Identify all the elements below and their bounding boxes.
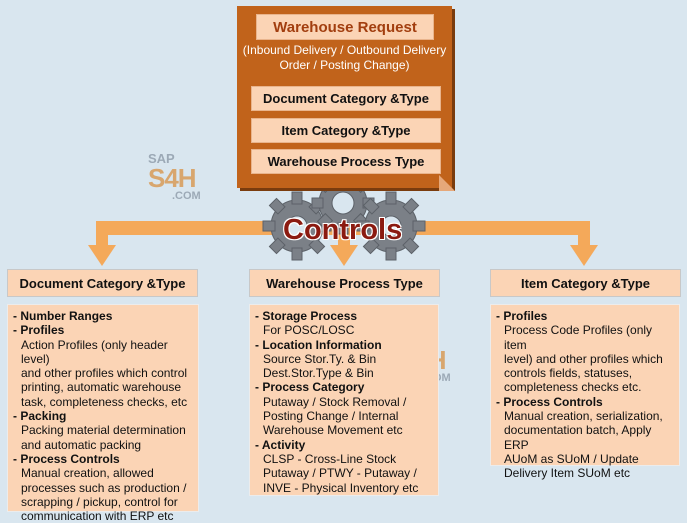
section-heading: - Storage Process: [255, 309, 358, 323]
section-line: For POSC/LOSC: [263, 323, 355, 338]
warehouse-request-subtitle: (Inbound Delivery / Outbound Delivery Or…: [242, 43, 447, 72]
section-heading: - Process Category: [255, 380, 365, 395]
gear-icon: [262, 171, 426, 261]
section: - Profiles Action Profiles (only header …: [13, 323, 194, 409]
panel-item-category: - Profiles Process Code Profiles (only i…: [490, 304, 680, 480]
section-line: Warehouse Movement etc: [263, 423, 403, 438]
section-line: Packing material determination: [21, 423, 186, 438]
section: - Number Ranges: [13, 309, 194, 323]
section: - Process Controls Manual creation, allo…: [13, 452, 194, 523]
section-line: controls fields, statuses,: [504, 366, 633, 381]
section-line: Posting Change / Internal: [263, 409, 399, 424]
column-header-item-category: Item Category &Type: [490, 269, 681, 297]
section: - Profiles Process Code Profiles (only i…: [496, 309, 675, 395]
watermark-sap: SAP: [148, 151, 175, 166]
page-fold: [439, 175, 455, 191]
section: - Activity CLSP - Cross-Line Stock Putaw…: [255, 438, 434, 495]
section-line: Dest.Stor.Type & Bin: [263, 366, 374, 381]
column-header-warehouse-process-type: Warehouse Process Type: [249, 269, 440, 297]
section-line: printing, automatic warehouse: [21, 380, 182, 395]
section-line: level) and other profiles which: [504, 351, 663, 366]
section: - Process Controls Manual creation, seri…: [496, 395, 675, 481]
section-line: Source Stor.Ty. & Bin: [263, 351, 377, 366]
top-box-document-category: Document Category &Type: [251, 86, 441, 111]
section-line: and other profiles which control: [21, 366, 188, 381]
top-box-item-category: Item Category &Type: [251, 118, 441, 143]
watermark-s4h: S4H: [148, 163, 197, 193]
section: - Storage Process For POSC/LOSC: [255, 309, 434, 338]
section-line: Delivery Item SUoM etc: [504, 466, 631, 481]
top-box-warehouse-process-type: Warehouse Process Type: [251, 149, 441, 174]
section-line: scrapping / pickup, control for: [21, 494, 178, 509]
section-line: INVE - Physical Inventory etc: [263, 480, 419, 495]
section-heading: - Location Information: [255, 337, 382, 352]
warehouse-request-title: Warehouse Request: [256, 14, 434, 40]
arrow-left: [88, 245, 116, 266]
watermark-com: .COM: [172, 190, 201, 202]
panel-warehouse-process-type: - Storage Process For POSC/LOSC - Locati…: [249, 304, 439, 496]
section-heading: - Activity: [255, 437, 306, 452]
section-heading: - Profiles: [13, 323, 65, 338]
connector-right: [578, 221, 590, 245]
section: - Packing Packing material determination…: [13, 409, 194, 452]
warehouse-request-box: Warehouse Request (Inbound Delivery / Ou…: [237, 6, 455, 191]
section-line: communication with ERP etc: [21, 509, 174, 523]
section-line: documentation batch, Apply ERP: [504, 423, 652, 452]
arrow-right: [570, 245, 598, 266]
section-line: and automatic packing: [21, 437, 142, 452]
watermark-logo: SAP S4H .COM: [148, 152, 218, 206]
section-line: Action Profiles (only header level): [21, 337, 168, 366]
section-line: Putaway / PTWY - Putaway /: [263, 466, 417, 481]
section-line: processes such as production /: [21, 480, 187, 495]
controls-label: Controls: [283, 214, 403, 246]
section-heading: - Number Ranges: [13, 309, 113, 323]
panel-document-category: - Number Ranges - Profiles Action Profil…: [7, 304, 199, 523]
section-line: Process Code Profiles (only item: [504, 323, 653, 352]
section-line: task, completeness checks, etc: [21, 394, 188, 409]
section-line: CLSP - Cross-Line Stock: [263, 451, 397, 466]
section-line: Manual creation, serialization,: [504, 409, 663, 424]
section-line: Putaway / Stock Removal /: [263, 394, 407, 409]
section-line: Manual creation, allowed: [21, 466, 154, 481]
connector-left: [96, 221, 108, 245]
section-heading: - Profiles: [496, 309, 548, 323]
arrow-center: [330, 245, 358, 266]
section: - Location Information Source Stor.Ty. &…: [255, 338, 434, 381]
section-line: completeness checks etc.: [504, 380, 642, 395]
column-header-document-category: Document Category &Type: [7, 269, 198, 297]
section-heading: - Process Controls: [13, 451, 120, 466]
section-line: AUoM as SUoM / Update: [504, 451, 639, 466]
section: - Process Category Putaway / Stock Remov…: [255, 380, 434, 437]
section-heading: - Packing: [13, 409, 67, 424]
section-heading: - Process Controls: [496, 394, 603, 409]
